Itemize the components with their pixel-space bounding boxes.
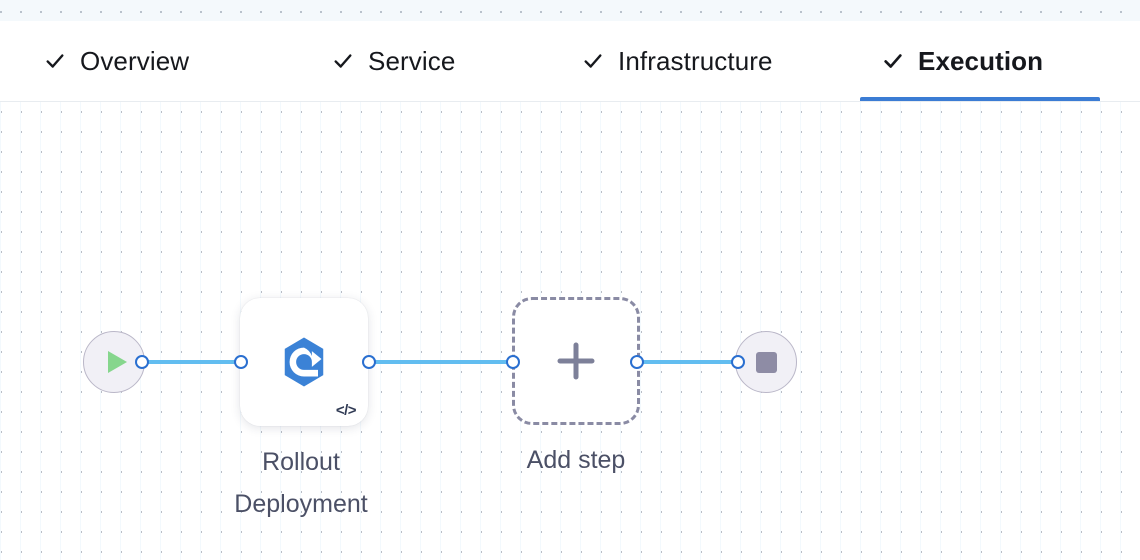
rollout-node-input-port[interactable] [362,355,376,369]
start-node-output-port[interactable] [135,355,149,369]
check-icon [332,50,354,72]
tab-label: Execution [918,46,1044,76]
canvas-top-sliver [0,0,1140,21]
add-step-output-port[interactable] [630,355,644,369]
tab-label: Overview [80,46,190,76]
tab-infrastructure[interactable]: Infrastructure [560,21,830,101]
pipeline-start-node[interactable] [83,331,145,393]
add-step-label: Add step [526,446,626,474]
pipeline-edges [139,360,741,364]
add-step-input-port[interactable] [506,355,520,369]
play-icon [107,351,127,373]
end-node-input-port[interactable] [731,355,745,369]
pipeline-stage-tabs: Overview Service Infrastructure Executio… [0,21,1140,102]
tab-execution[interactable]: Execution [860,21,1100,101]
tab-service[interactable]: Service [310,21,502,101]
check-icon [582,50,604,72]
pipeline-canvas[interactable]: </> Rollout Deployment Add step [0,102,1140,560]
code-snippet-icon: </> [335,402,357,419]
step-node-label-rollout-deployment: Rollout Deployment [234,448,368,518]
stop-icon [755,351,777,373]
rollout-node-output-port[interactable] [234,355,248,369]
rollout-deployment-icon [284,337,324,387]
tab-label: Service [368,46,456,76]
tab-active-underline [860,97,1100,101]
check-icon [882,50,904,72]
step-node-rollout-deployment[interactable]: </> [240,298,368,426]
plus-icon [557,342,595,380]
pipeline-end-node[interactable] [735,331,797,393]
tab-overview[interactable]: Overview [22,21,248,101]
add-step-node[interactable] [512,297,640,425]
check-icon [44,50,66,72]
tab-label: Infrastructure [618,46,773,76]
